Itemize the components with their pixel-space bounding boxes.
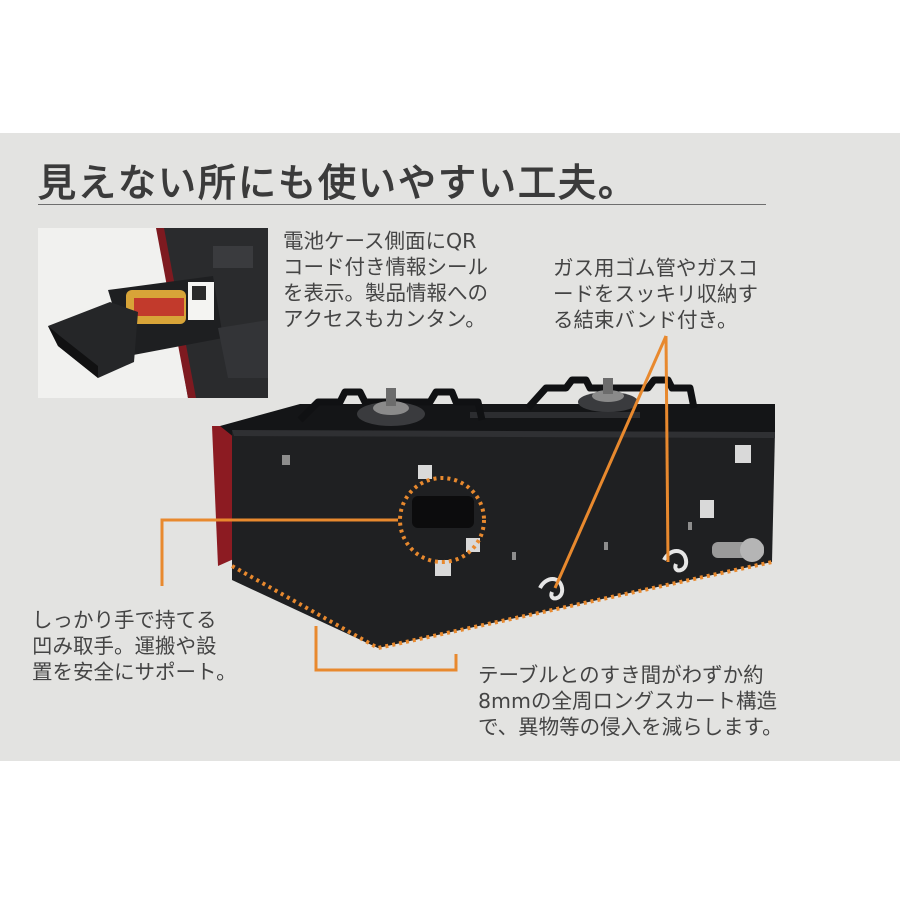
battery-case-photo [38, 228, 268, 398]
callout-lines [160, 335, 773, 672]
note-line: ガス用ゴム管やガスコ [553, 256, 758, 280]
note-line: 凹み取手。運搬や設 [32, 634, 217, 658]
note-line: る結束バンド付き。 [553, 308, 738, 332]
gas-stove-illustration [160, 335, 775, 672]
page-title: 見えない所にも使いやすい工夫。 [38, 161, 639, 205]
note-line: ードをスッキリ収納す [553, 282, 758, 306]
burner-right [525, 376, 698, 412]
note-hose-band: ガス用ゴム管やガスコ ードをスッキリ収納す る結束バンド付き。 [553, 255, 758, 333]
note-line: 8mmの全周ロングスカート構造 [478, 689, 777, 713]
note-line: を表示。製品情報への [283, 281, 488, 305]
note-line: で、異物等の侵入を減らします。 [478, 715, 783, 739]
note-battery-qr: 電池ケース側面にQR コード付き情報シール を表示。製品情報への アクセスもカン… [283, 228, 488, 332]
title-divider [38, 204, 766, 205]
note-line: 置を安全にサポート。 [32, 660, 237, 684]
note-line: しっかり手で持てる [32, 608, 217, 632]
note-line: テーブルとのすき間がわずか約 [478, 663, 764, 687]
burner-left [297, 388, 486, 426]
note-long-skirt: テーブルとのすき間がわずか約 8mmの全周ロングスカート構造 で、異物等の侵入を… [478, 662, 783, 740]
note-line: コード付き情報シール [283, 255, 488, 279]
note-handle: しっかり手で持てる 凹み取手。運搬や設 置を安全にサポート。 [32, 607, 237, 685]
note-line: 電池ケース側面にQR [283, 229, 477, 253]
note-line: アクセスもカンタン。 [283, 307, 486, 331]
